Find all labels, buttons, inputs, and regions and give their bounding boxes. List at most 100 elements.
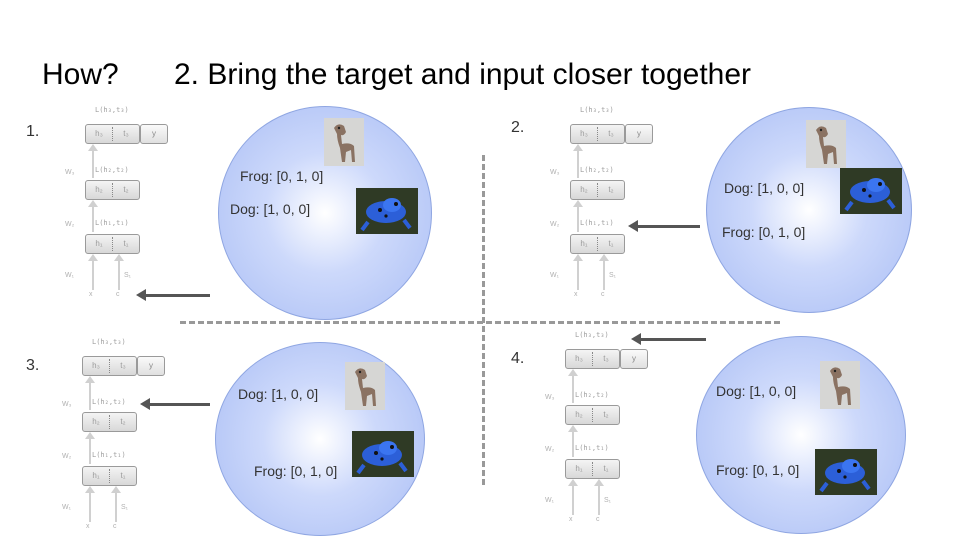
h2-cell: h₂ xyxy=(95,185,103,194)
layer-2-box: h₂ t₂ xyxy=(85,180,140,200)
layer-3-box: h₃ t₃ xyxy=(85,124,140,144)
w2-label: W₂ xyxy=(62,453,72,460)
h3-cell: h₃ xyxy=(95,129,103,138)
layer-3-box: h₃ t₃ xyxy=(82,356,137,376)
h3-cell: h₃ xyxy=(575,354,583,363)
quadrant-1-number: 1. xyxy=(26,123,40,140)
network-panel-1: L(h₃,t₃) h₃ t₃ y W₃ L(h₂,t₂) h₂ t₂ W₂ L(… xyxy=(60,106,190,298)
t3-cell: t₃ xyxy=(123,129,129,138)
network-panel-2: L(h₃,t₃) h₃ t₃ y W₃ L(h₂,t₂) h₂ t₂ W₂ L(… xyxy=(545,106,675,298)
y-box: y xyxy=(625,124,653,144)
slide-title: 2. Bring the target and input closer tog… xyxy=(174,58,752,91)
arrow-left-icon xyxy=(136,289,210,301)
t1-cell: t₁ xyxy=(608,239,614,248)
arrow-up xyxy=(111,486,121,522)
h3-cell: h₃ xyxy=(92,361,100,370)
quadrant-4-number: 4. xyxy=(511,350,525,367)
layer-2-box: h₂ t₂ xyxy=(565,405,620,425)
arrow-left-icon xyxy=(628,220,700,232)
w1-label: W₁ xyxy=(550,272,559,279)
w3-label: W₃ xyxy=(62,401,72,408)
loss-2-label: L(h₂,t₂) xyxy=(575,391,609,399)
arrow-up xyxy=(85,486,95,522)
arrow-up xyxy=(88,200,98,232)
dog-photo-icon xyxy=(806,120,846,168)
dog-label-4: Dog: [1, 0, 0] xyxy=(716,383,797,399)
h2-cell: h₂ xyxy=(575,410,583,419)
y-box: y xyxy=(620,349,648,369)
loss-3-label: L(h₃,t₃) xyxy=(575,331,609,339)
network-panel-4: L(h₃,t₃) h₃ t₃ y W₃ L(h₂,t₂) h₂ t₂ W₂ L(… xyxy=(540,331,670,523)
frog-photo-icon xyxy=(352,431,414,477)
h2-cell: h₂ xyxy=(580,185,588,194)
layer-1-box: h₁ t₁ xyxy=(570,234,625,254)
loss-2-label: L(h₂,t₂) xyxy=(580,166,614,174)
arrow-up xyxy=(85,432,95,464)
arrow-up xyxy=(573,200,583,232)
t1-cell: t₁ xyxy=(123,239,129,248)
loss-2-label: L(h₂,t₂) xyxy=(95,166,129,174)
c-input-label: c xyxy=(596,516,600,523)
arrow-up xyxy=(88,254,98,290)
frog-label-3: Frog: [0, 1, 0] xyxy=(254,463,338,479)
h1-cell: h₁ xyxy=(575,464,583,473)
arrow-up xyxy=(573,254,583,290)
arrow-up xyxy=(594,479,604,515)
x-input-label: x xyxy=(569,516,573,523)
frog-photo-icon xyxy=(840,168,902,214)
loss-3-label: L(h₃,t₃) xyxy=(95,106,129,114)
arrow-up xyxy=(88,144,98,178)
dog-photo-icon xyxy=(345,362,385,410)
embedding-circle-4 xyxy=(696,336,906,534)
w1-label: W₁ xyxy=(62,504,71,511)
t1-cell: t₁ xyxy=(603,464,609,473)
loss-2-label: L(h₂,t₂) xyxy=(92,398,126,406)
arrow-up xyxy=(568,425,578,457)
dog-label-1: Dog: [1, 0, 0] xyxy=(230,201,311,217)
quadrant-3-number: 3. xyxy=(26,357,40,374)
arrow-up xyxy=(568,369,578,403)
layer-1-box: h₁ t₁ xyxy=(565,459,620,479)
x-input-label: x xyxy=(86,523,90,530)
loss-1-label: L(h₁,t₁) xyxy=(575,444,609,452)
h3-cell: h₃ xyxy=(580,129,588,138)
s1-label: S₁ xyxy=(604,497,612,504)
frog-label-1: Frog: [0, 1, 0] xyxy=(240,168,324,184)
loss-1-label: L(h₁,t₁) xyxy=(580,219,614,227)
h1-cell: h₁ xyxy=(580,239,588,248)
t2-cell: t₂ xyxy=(123,185,129,194)
layer-2-box: h₂ t₂ xyxy=(82,412,137,432)
c-input-label: c xyxy=(116,291,120,298)
network-panel-3: L(h₃,t₃) h₃ t₃ y W₃ L(h₂,t₂) h₂ t₂ W₂ L(… xyxy=(57,338,187,530)
layer-3-box: h₃ t₃ xyxy=(565,349,620,369)
arrow-left-icon xyxy=(140,398,210,410)
layer-3-box: h₃ t₃ xyxy=(570,124,625,144)
arrow-up xyxy=(85,376,95,410)
quadrant-2-number: 2. xyxy=(511,119,525,136)
y-box: y xyxy=(140,124,168,144)
t3-cell: t₃ xyxy=(603,354,609,363)
w3-label: W₃ xyxy=(550,169,560,176)
t2-cell: t₂ xyxy=(120,417,126,426)
w1-label: W₁ xyxy=(65,272,74,279)
t3-cell: t₃ xyxy=(608,129,614,138)
w2-label: W₂ xyxy=(550,221,560,228)
loss-3-label: L(h₃,t₃) xyxy=(580,106,614,114)
arrow-left-icon xyxy=(631,333,706,345)
frog-photo-icon xyxy=(815,449,877,495)
slide-title-how: How? xyxy=(42,58,119,91)
h1-cell: h₁ xyxy=(95,239,103,248)
x-input-label: x xyxy=(89,291,93,298)
vertical-divider xyxy=(482,155,485,485)
s1-label: S₁ xyxy=(609,272,617,279)
w2-label: W₂ xyxy=(545,446,555,453)
s1-label: S₁ xyxy=(121,504,129,511)
arrow-up xyxy=(599,254,609,290)
t2-cell: t₂ xyxy=(608,185,614,194)
w3-label: W₃ xyxy=(65,169,75,176)
c-input-label: c xyxy=(113,523,117,530)
x-input-label: x xyxy=(574,291,578,298)
w3-label: W₃ xyxy=(545,394,555,401)
t2-cell: t₂ xyxy=(603,410,609,419)
layer-2-box: h₂ t₂ xyxy=(570,180,625,200)
